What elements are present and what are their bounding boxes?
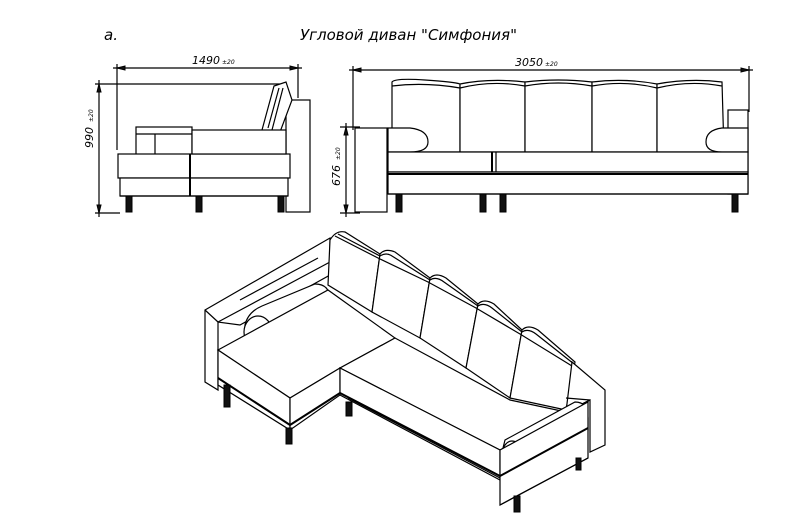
dim-total-height-tol: ±20 — [88, 109, 95, 122]
dim-side-width: 1490 — [192, 54, 220, 67]
sofa-front-view-icon: 3050 ±20 676 ±20 — [330, 56, 753, 217]
dim-front-width: 3050 — [515, 56, 543, 69]
sofa-isometric-view-icon — [204, 231, 606, 513]
dim-total-height: 990 — [83, 127, 96, 148]
dim-seat-height: 676 — [330, 165, 343, 186]
figure-label: а. — [104, 26, 118, 44]
sofa-side-view-icon: 1490 ±20 990 ±20 — [83, 54, 311, 217]
figure-title: Угловой диван "Симфония" — [300, 26, 517, 44]
dim-seat-height-tol: ±20 — [335, 147, 342, 160]
dim-side-width-tol: ±20 — [222, 59, 235, 66]
dim-front-width-tol: ±20 — [545, 61, 558, 68]
